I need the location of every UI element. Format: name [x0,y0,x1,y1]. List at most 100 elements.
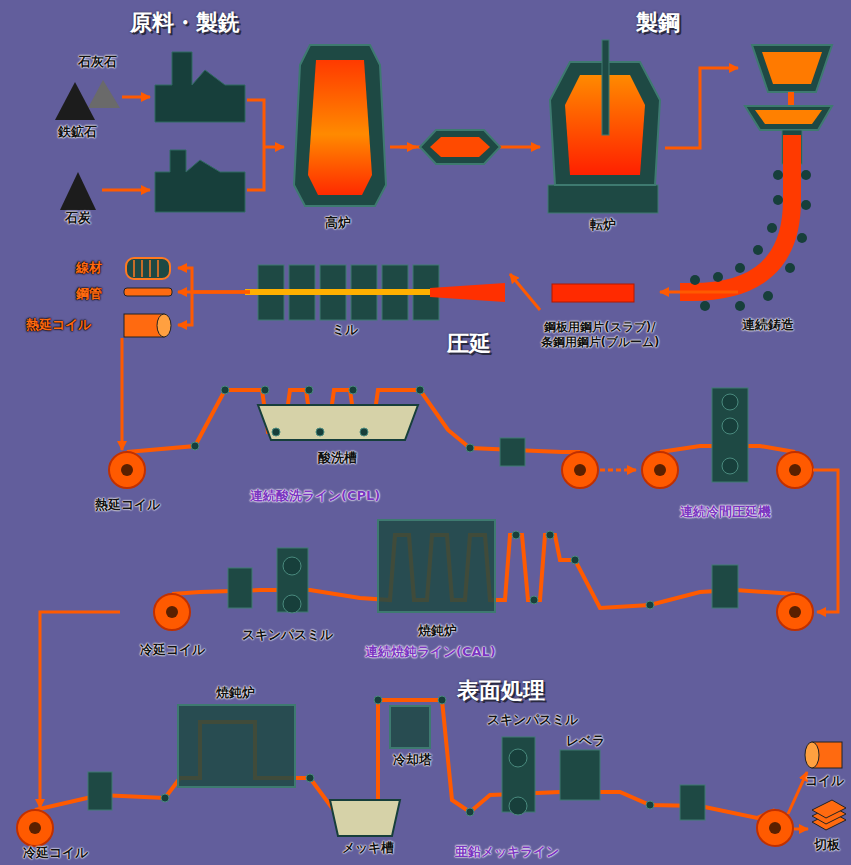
mill-stand [712,565,738,608]
torpedo-car [420,130,500,164]
transfer-arrow [788,772,807,814]
product-box: 鋼管 [70,283,178,305]
product-icon [126,258,170,279]
product-icon [124,288,172,296]
plating-tank [330,800,400,836]
coil [777,452,813,488]
raw-material-pile [88,80,120,108]
torpedo-car [430,137,490,157]
node-label: 冷却塔 [380,752,445,768]
coil [154,594,190,630]
hot-strip [245,289,435,295]
raw-material-pile [60,168,77,173]
flow-arrow [660,291,738,294]
coil [757,810,793,846]
continuous-caster [773,170,783,180]
continuous-caster: 連続鋳造 [738,40,842,335]
line-name: 連続酸洗ライン(CPL) [250,487,380,505]
roller [530,596,538,604]
feed-arrow [264,146,284,149]
raw-material-pile [60,172,96,210]
coil [642,452,678,488]
roller [646,801,654,809]
coil [109,452,145,488]
roller [360,428,368,436]
continuous-caster [788,92,794,106]
continuous-caster [690,275,700,285]
roller [316,428,324,436]
transfer-arrow [813,470,838,612]
roller [283,595,301,613]
continuous-caster [735,301,745,311]
roller [466,444,474,452]
continuous-caster [797,233,807,243]
node-label: 線材 [76,260,178,276]
roller [509,749,527,767]
feed-arrow [102,189,150,192]
steel-slab [552,284,634,302]
continuous-caster [713,272,723,282]
cut-sheet: 切板 [805,798,848,855]
roller [306,774,314,782]
continuous-caster [773,195,783,205]
transfer-arrow [794,828,808,831]
furnace-box [178,705,295,787]
coil-core [166,606,178,618]
node-label: ミル [250,322,440,338]
roller [722,418,738,434]
continuous-caster [700,301,710,311]
roller [349,386,357,394]
converter: 転炉 [540,40,665,235]
coil [17,452,813,846]
roller [161,386,738,816]
mill-stand [88,772,112,810]
cut-sheet [812,800,846,818]
flow-arrow [40,612,120,808]
coil [777,594,813,630]
continuous-caster [752,45,832,92]
feed-arrow [122,96,150,99]
roller [546,531,554,539]
flow-arrow [178,268,250,292]
coil [562,452,598,488]
product-icon [157,314,171,337]
node-label: 連続冷間圧延機 [650,504,800,520]
raw-material-pile: 石炭 [50,168,105,228]
node-label: 熱延コイル [80,497,175,513]
raw-material-pile: 石灰石 [70,52,125,110]
cooling-tower: 冷却塔 [380,700,445,770]
roller [438,696,446,704]
roller [161,794,169,802]
node-label: メッキ槽 [325,840,410,856]
roller [191,442,199,450]
hot-strip [430,283,505,302]
node-label: レベラ [555,733,615,749]
product-coil [805,742,842,768]
mill-stand [277,548,308,612]
continuous-caster [753,245,763,255]
roller [512,531,520,539]
coil-box: 熱延コイル [80,450,175,515]
sinter-plant [155,52,245,212]
coil-core [769,822,781,834]
torpedo-car [400,146,416,149]
node-label: 石灰石 [70,54,125,70]
product-coil [805,742,819,768]
product-icon [134,260,158,277]
flow-arrow [510,274,540,310]
coil-box: 冷延コイル [5,808,105,863]
transfer-arrow [600,469,636,472]
mill-stand [680,785,705,820]
sinter-plant [155,150,245,212]
node-label: 焼鈍炉 [375,623,500,639]
node-label: 鋼管 [76,286,178,302]
feed-arrow [247,100,264,190]
annealing-furnace: 焼鈍炉 [375,518,500,641]
converter [602,40,609,135]
node-label: 冷延コイル [5,845,105,861]
coil-core [29,822,41,834]
mill-stand [88,388,748,820]
